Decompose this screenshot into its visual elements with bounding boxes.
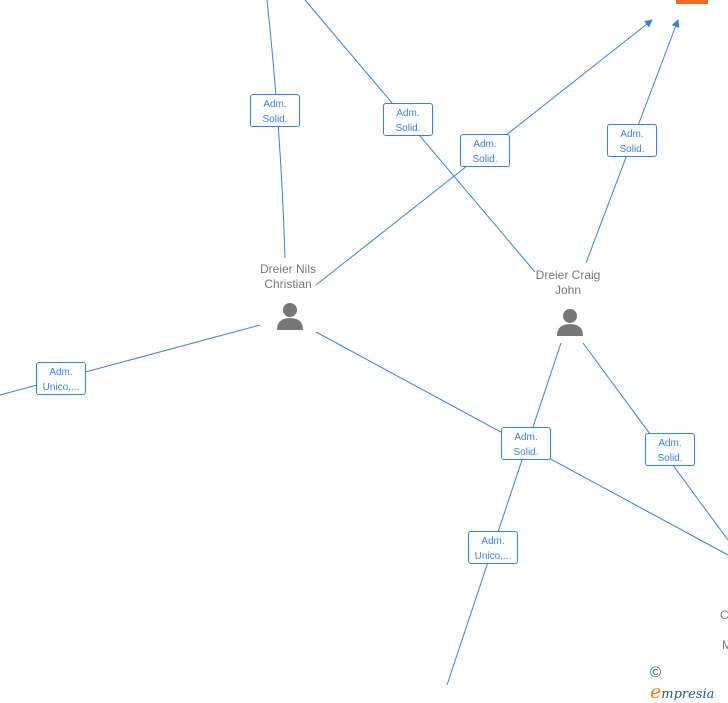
edge-label[interactable]: Adm.Solid. xyxy=(250,94,300,127)
person-icon[interactable] xyxy=(555,307,585,337)
edge-label[interactable]: Adm.Unico,... xyxy=(468,531,518,564)
edge xyxy=(266,0,286,259)
empresia-logo: © empresia xyxy=(650,664,715,703)
edge-label[interactable]: Adm.Solid. xyxy=(645,433,695,466)
edge-label[interactable]: Adm.Unico,... xyxy=(36,362,86,395)
cut-off-node-text: M xyxy=(722,638,728,652)
person-icon[interactable] xyxy=(275,301,305,331)
edge-label[interactable]: Adm.Solid. xyxy=(607,124,657,157)
edge xyxy=(446,342,562,685)
company-icon xyxy=(676,0,708,4)
cut-off-node-text: C xyxy=(720,608,728,622)
edge xyxy=(304,0,536,273)
edge-label[interactable]: Adm.Solid. xyxy=(383,103,433,136)
edges xyxy=(0,0,728,685)
edge-label[interactable]: Adm.Solid. xyxy=(501,427,551,460)
edge-label[interactable]: Adm.Solid. xyxy=(460,134,510,167)
